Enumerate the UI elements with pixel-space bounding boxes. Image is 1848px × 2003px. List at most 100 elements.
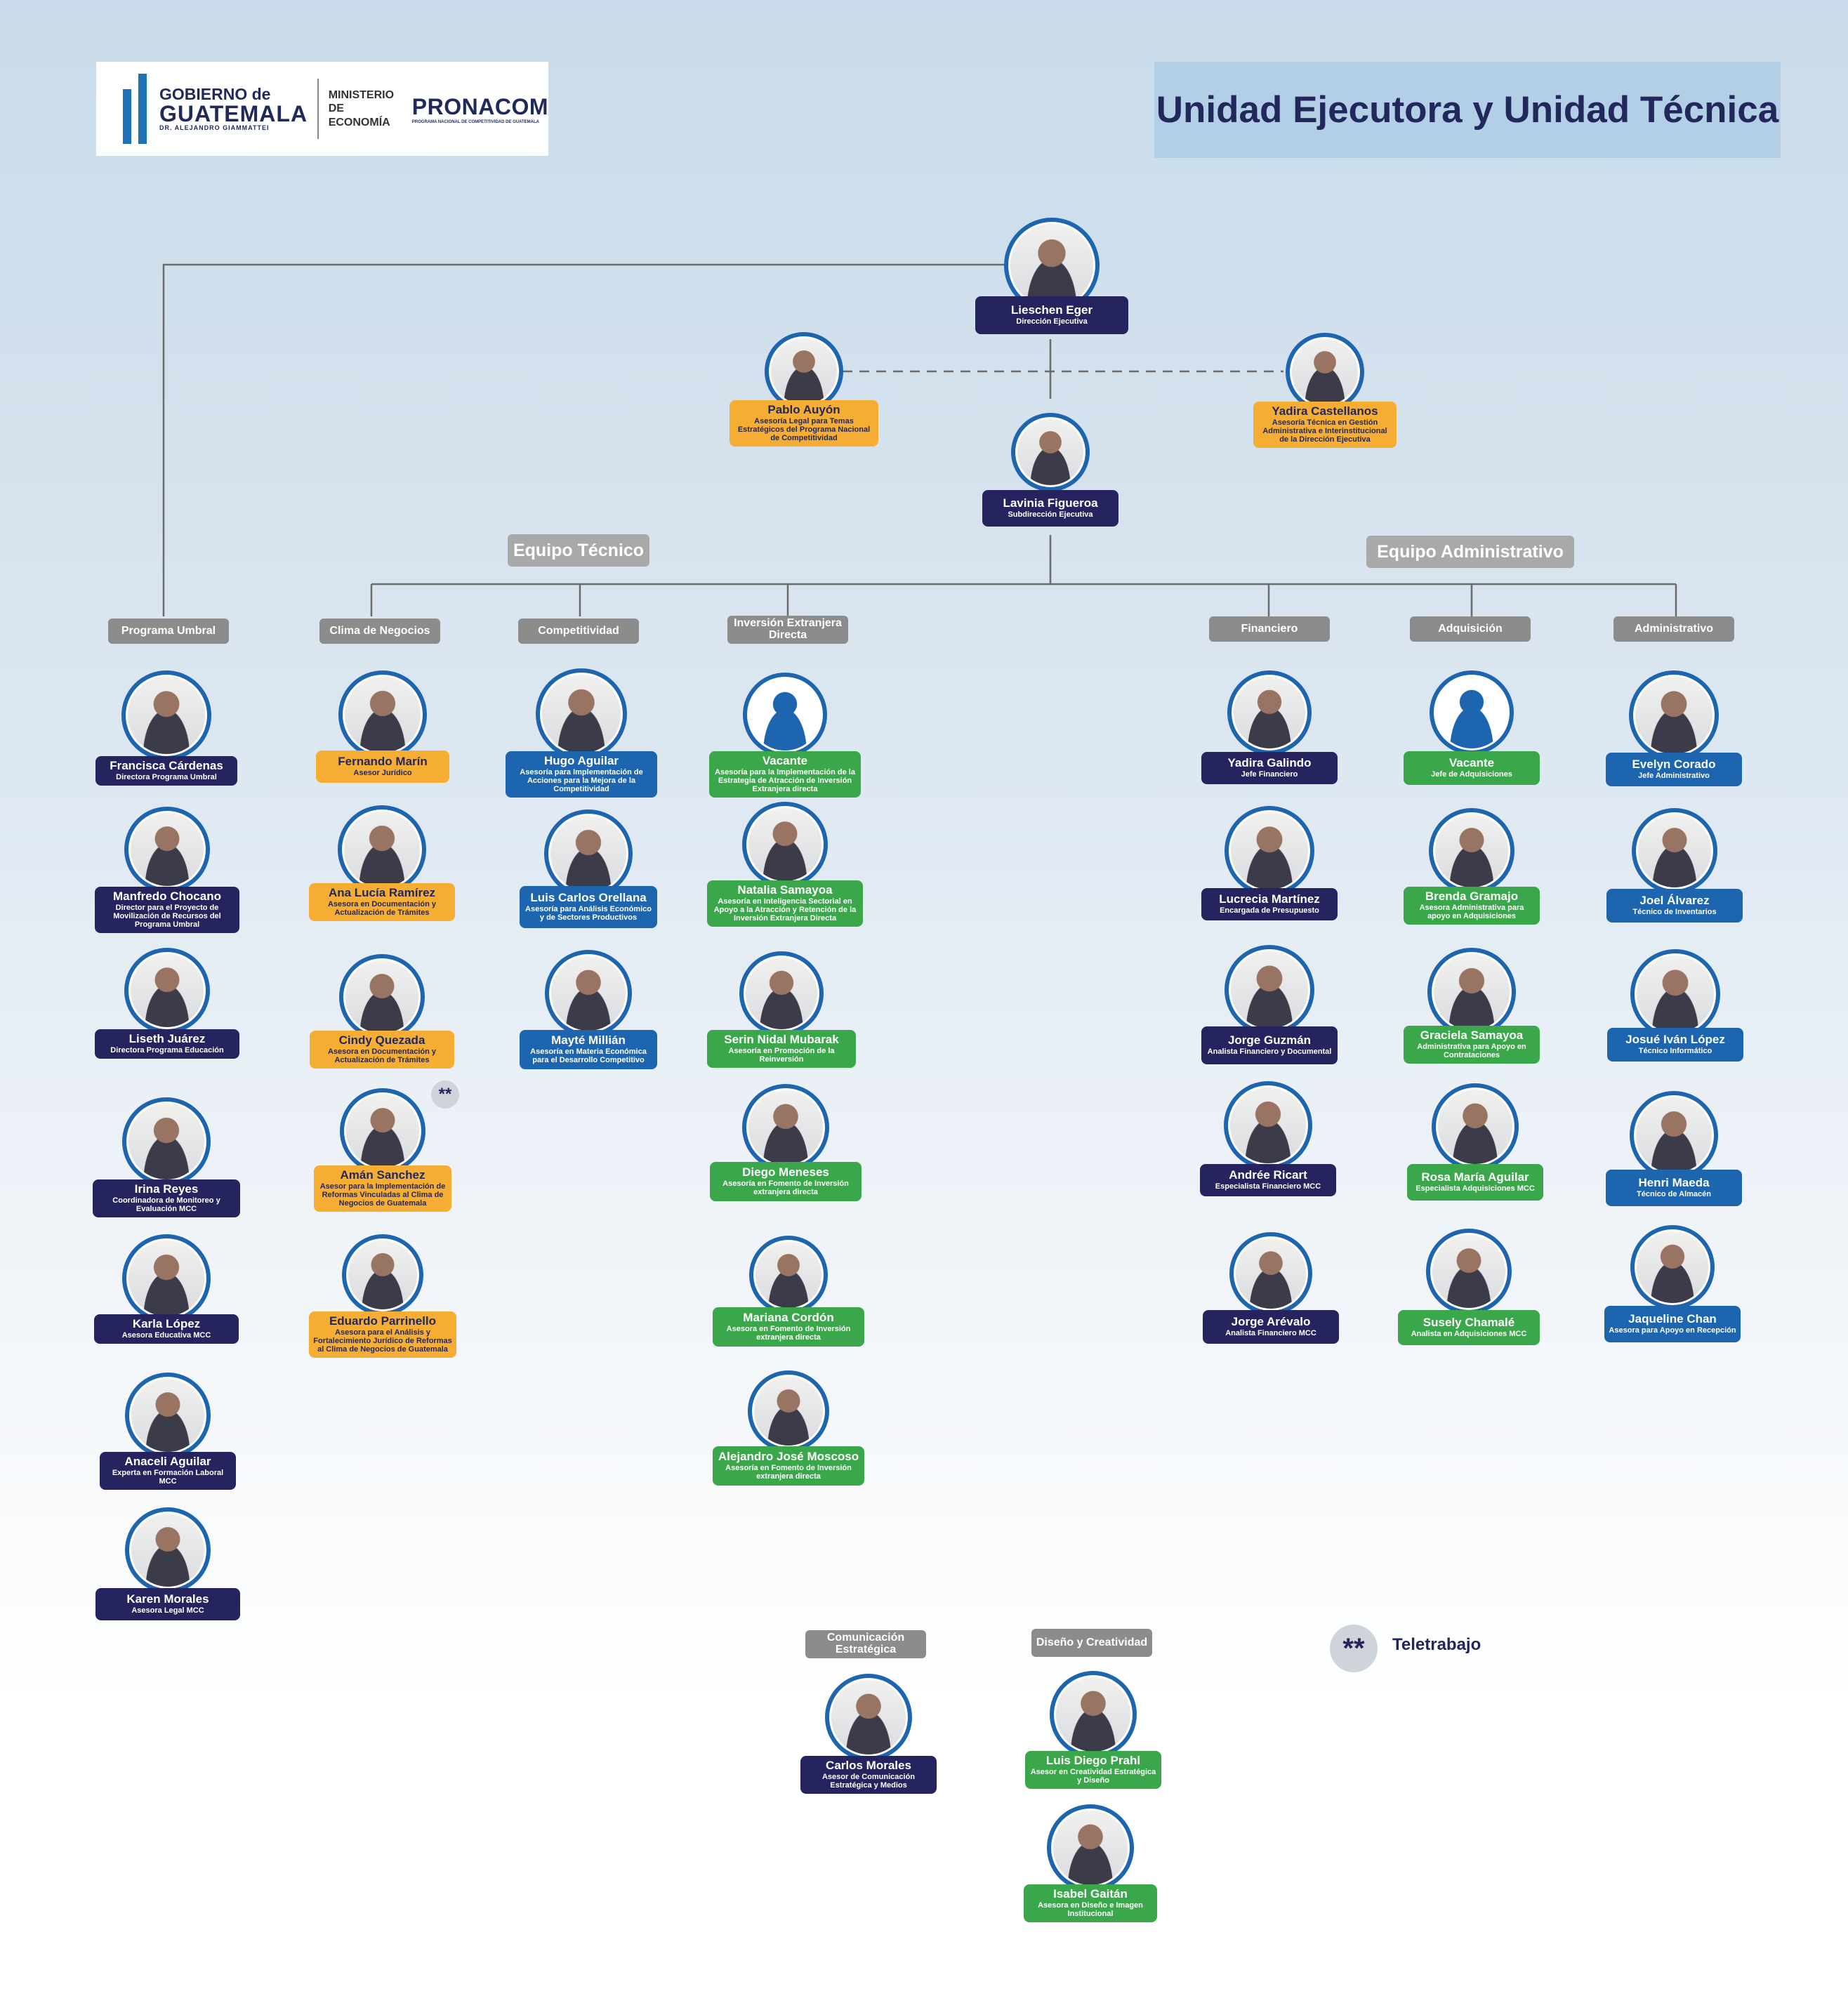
person-name: Vacante xyxy=(762,754,808,767)
avatar xyxy=(121,670,211,760)
person-name: Andrée Ricart xyxy=(1229,1168,1307,1182)
person-name: Mayté Millián xyxy=(551,1033,626,1047)
person-name: Eduardo Parrinello xyxy=(329,1314,437,1328)
person-name: Cindy Quezada xyxy=(338,1033,425,1047)
person-name: Fernando Marín xyxy=(338,755,428,769)
person-role: Jefe Administrativo xyxy=(1638,771,1710,780)
avatar xyxy=(342,1234,423,1316)
person-role: Asesor Jurídico xyxy=(353,768,412,777)
person-role: Asesora en Documentación y Actualización… xyxy=(327,899,437,917)
person-role: Asesoría en Fomento de Inversión extranj… xyxy=(722,1179,849,1196)
person-name: Henri Maeda xyxy=(1638,1176,1710,1190)
avatar xyxy=(765,332,843,411)
person-role: Administrativa para Apoyo en Contratacio… xyxy=(1417,1042,1526,1059)
avatar xyxy=(125,1507,211,1593)
avatar xyxy=(1630,1091,1718,1179)
avatar xyxy=(1632,808,1717,894)
person-role: Técnico de Inventarios xyxy=(1632,907,1717,916)
person-name: Lavinia Figueroa xyxy=(1003,496,1098,510)
person-role: Subdirección Ejecutiva xyxy=(1008,510,1093,519)
department-clima-de-negocios: Clima de Negocios xyxy=(319,619,440,644)
person-name: Lieschen Eger xyxy=(1010,303,1093,317)
avatar xyxy=(1227,670,1312,755)
department-competitividad: Competitividad xyxy=(518,619,639,644)
avatar xyxy=(742,802,828,887)
person-role: Asesora en Documentación y Actualización… xyxy=(327,1047,437,1064)
person-role: Asesoría para la Implementación de la Es… xyxy=(715,767,855,793)
ministerio-logo-text: MINISTERIO DE ECONOMÍA xyxy=(328,89,395,128)
person-name: Lucrecia Martínez xyxy=(1219,892,1320,906)
person-name: Karen Morales xyxy=(126,1592,209,1606)
avatar xyxy=(338,805,426,894)
department-administrativo: Administrativo xyxy=(1613,616,1734,642)
person-name: Pablo Auyón xyxy=(767,403,840,416)
person-role: Jefe de Adquisiciones xyxy=(1431,769,1512,779)
person-name: Irina Reyes xyxy=(134,1182,199,1196)
avatar xyxy=(1225,945,1314,1035)
person-name: Graciela Samayoa xyxy=(1420,1029,1524,1043)
person-name: Jorge Guzmán xyxy=(1227,1033,1312,1047)
vacant-avatar-icon xyxy=(743,673,827,757)
title-banner: Unidad Ejecutora y Unidad Técnica xyxy=(1154,62,1781,158)
person-role: Analista en Adquisiciones MCC xyxy=(1411,1329,1527,1338)
person-role: Analista Financiero y Documental xyxy=(1207,1047,1332,1056)
avatar xyxy=(545,950,632,1037)
avatar xyxy=(124,948,210,1033)
person-name: Jorge Arévalo xyxy=(1231,1315,1311,1329)
person-role: Asesoría para Implementación de Acciones… xyxy=(520,767,643,793)
avatar xyxy=(825,1674,912,1761)
department-comunicacion-estrategica: Comunicación Estratégica xyxy=(805,1630,926,1658)
person-role: Asesora Administrativa para apoyo en Adq… xyxy=(1419,903,1524,920)
person-role: Asesoría en Materia Económica para el De… xyxy=(530,1047,647,1064)
person-name: Yadira Castellanos xyxy=(1272,404,1378,418)
gobierno-logo-text: GOBIERNO de GUATEMALA DR. ALEJANDRO GIAM… xyxy=(159,85,308,131)
person-name: Diego Meneses xyxy=(742,1165,829,1179)
logo-banner: GOBIERNO de GUATEMALA DR. ALEJANDRO GIAM… xyxy=(96,62,548,156)
person-name: Brenda Gramajo xyxy=(1425,890,1519,904)
department-diseno-y-creatividad: Diseño y Creatividad xyxy=(1031,1629,1152,1657)
person-name: Alejandro José Moscoso xyxy=(718,1450,859,1464)
person-name: Rosa María Aguilar xyxy=(1421,1170,1529,1184)
teletrabajo-badge: ** xyxy=(431,1080,459,1109)
person-name: Isabel Gaitán xyxy=(1053,1887,1128,1900)
department-adquisicion: Adquisición xyxy=(1410,616,1531,642)
avatar xyxy=(1629,670,1719,760)
person-role: Asesora Legal MCC xyxy=(131,1606,204,1615)
guatemala-logo-icon xyxy=(123,74,147,144)
person-role: Asesor para la Implementación de Reforma… xyxy=(319,1182,446,1208)
person-role: Asesora en Diseño e Imagen Institucional xyxy=(1038,1900,1143,1918)
person-role: Asesora para el Análisis y Fortalecimien… xyxy=(313,1328,452,1354)
person-role: Asesor de Comunicación Estratégica y Med… xyxy=(821,1772,916,1790)
person-name: Yadira Galindo xyxy=(1227,756,1312,770)
person-role: Asesoría en Fomento de Inversión extranj… xyxy=(725,1463,852,1481)
avatar xyxy=(536,668,627,760)
